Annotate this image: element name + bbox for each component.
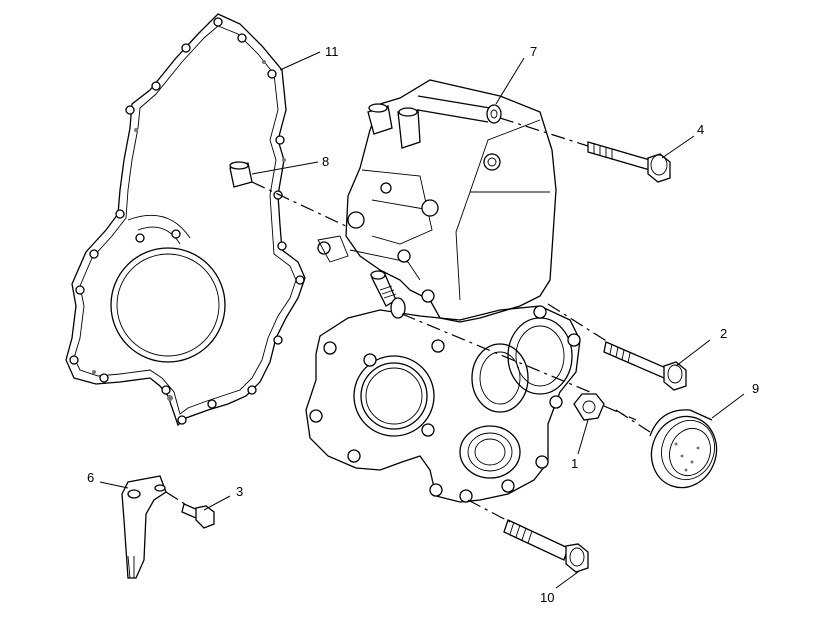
bolt-part-2 (547, 303, 687, 391)
callout-7: 7 (530, 44, 537, 59)
nut-part-1 (573, 393, 637, 421)
bolt-part-10 (467, 499, 589, 573)
leader-lines (99, 51, 745, 589)
callout-2: 2 (720, 326, 727, 341)
bolt-part-4 (499, 117, 671, 183)
gasket-part-11 (65, 13, 306, 427)
callout-10: 10 (540, 590, 554, 605)
callout-1: 1 (571, 456, 578, 471)
callout-4: 4 (697, 122, 704, 137)
callout-11: 11 (325, 44, 339, 59)
bolt-part-3 (181, 503, 215, 529)
callout-6: 6 (87, 470, 94, 485)
pointer-bracket-part-6 (121, 475, 189, 579)
callout-9: 9 (752, 381, 759, 396)
callout-labels: 11 7 4 8 2 9 1 3 6 10 (87, 44, 759, 605)
callout-3: 3 (236, 484, 243, 499)
front-cover-housing (305, 79, 591, 503)
callout-8: 8 (322, 154, 329, 169)
dowel-part-8 (229, 161, 351, 229)
seal-part-9 (615, 409, 718, 489)
